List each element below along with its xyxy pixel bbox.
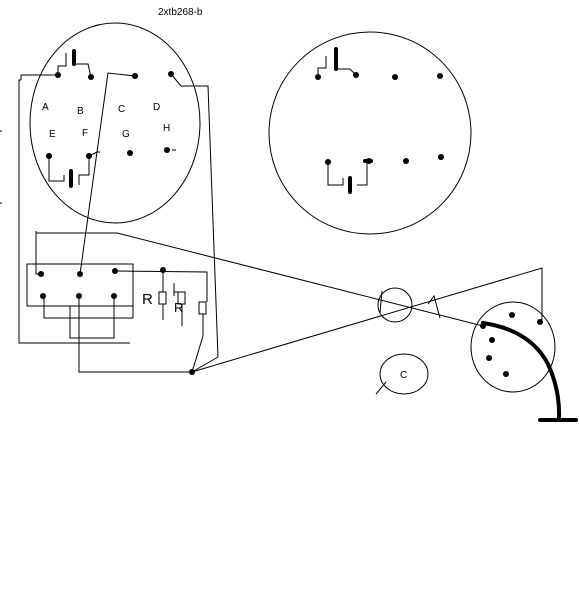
meter-circle	[379, 353, 429, 395]
center-component	[377, 287, 441, 323]
center-component-circle	[377, 287, 413, 323]
pin-label-a: A	[42, 102, 49, 113]
left-pin-1	[55, 72, 61, 78]
right-pin-2	[353, 72, 359, 78]
plug-outline	[470, 301, 556, 393]
pin-label-h: H	[163, 123, 170, 134]
plug-pin-4	[489, 337, 495, 343]
left-pin-8	[164, 147, 170, 153]
pin-label-g: G	[122, 129, 130, 140]
resistor-label-2: R	[174, 300, 183, 315]
wiring	[18, 72, 543, 375]
left-pin-6	[86, 153, 92, 159]
meter: C	[375, 353, 429, 395]
pin-label-c: C	[118, 104, 125, 115]
right-pin-3	[392, 74, 398, 80]
meter-label: C	[400, 370, 407, 381]
plug-pin-6	[503, 371, 509, 377]
plug-pin-5	[486, 355, 492, 361]
right-top-switch	[317, 47, 357, 77]
right-socket	[268, 31, 472, 235]
terminal-4	[40, 293, 46, 299]
right-pin-5	[325, 159, 331, 165]
resistor-network: R R	[114, 270, 208, 373]
plug-connector	[470, 301, 578, 422]
plug-cable	[481, 321, 562, 420]
right-pin-8	[438, 154, 444, 160]
pin-label-b: B	[77, 106, 84, 117]
right-pin-4	[437, 73, 443, 79]
resistor-1	[158, 291, 167, 305]
diagram-title: 2xtb268-b	[158, 7, 203, 18]
left-socket-outline	[29, 22, 201, 224]
left-pin-7	[127, 150, 133, 156]
left-socket: A B C D E F G H	[20, 22, 201, 224]
right-socket-outline	[268, 31, 472, 235]
wiring-junction	[189, 369, 195, 375]
right-pin-7	[403, 158, 409, 164]
right-pin-1	[315, 74, 321, 80]
right-pin-6	[366, 158, 372, 164]
left-top-switch	[20, 49, 92, 80]
pin-label-f: F	[82, 128, 88, 139]
plug-pin-2	[509, 312, 515, 318]
left-pin-5	[46, 153, 52, 159]
pin-label-e: E	[49, 129, 56, 140]
resistor-label-1: R	[142, 291, 153, 308]
resistor-3	[198, 301, 207, 315]
right-bottom-switch	[327, 159, 373, 194]
pin-label-d: D	[153, 102, 160, 113]
plug-pin-3	[537, 319, 543, 325]
left-pin-2	[88, 74, 94, 80]
